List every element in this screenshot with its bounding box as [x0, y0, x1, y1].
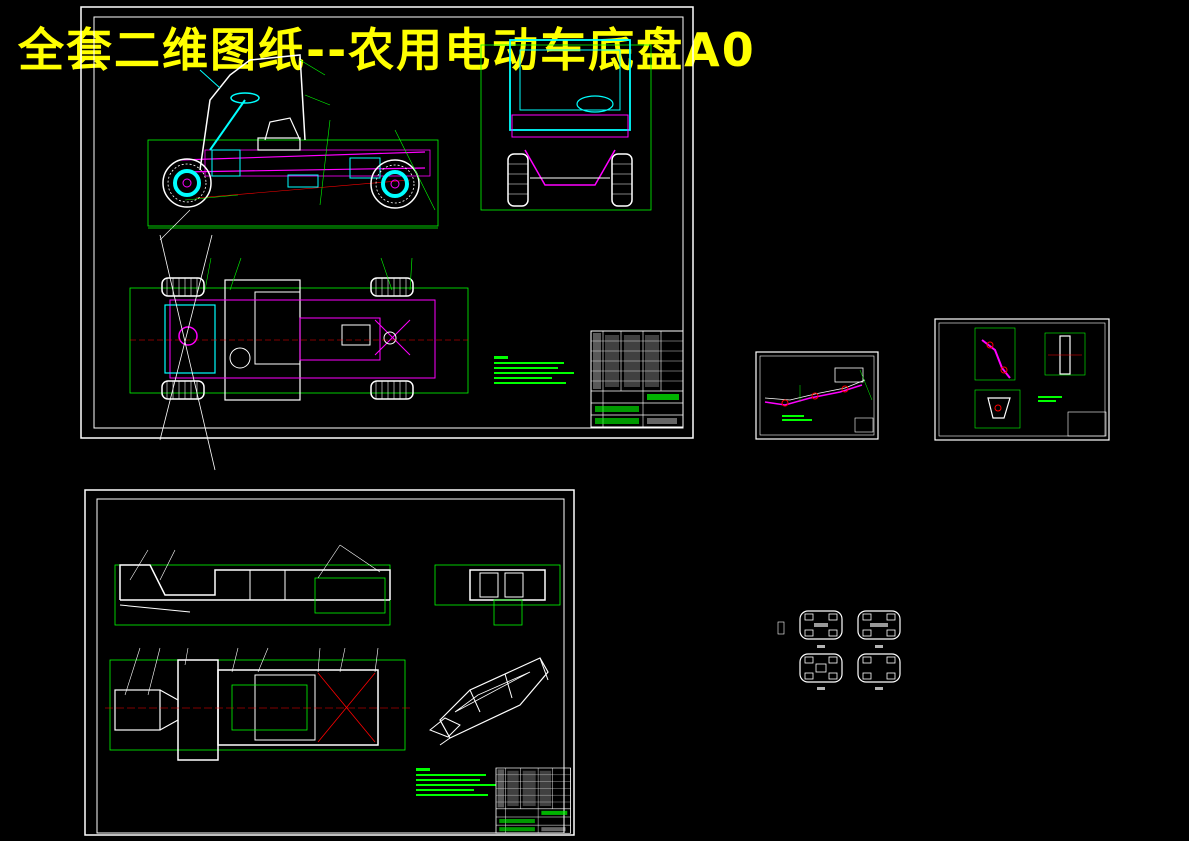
frame-sheet[interactable] — [84, 489, 575, 836]
sheet-inner-border — [93, 16, 684, 429]
notes — [494, 356, 574, 384]
frame-end-view[interactable] — [434, 564, 561, 626]
section-view[interactable] — [1044, 332, 1086, 376]
front-view[interactable] — [480, 39, 652, 211]
detail-view[interactable] — [974, 389, 1021, 429]
sheet-border — [84, 489, 575, 836]
scheme-d[interactable] — [857, 653, 901, 683]
knuckle-view[interactable] — [974, 327, 1016, 381]
sheet-inner-border — [96, 498, 565, 834]
steering-knuckle-sheet[interactable] — [934, 318, 1110, 441]
title-block — [590, 330, 684, 428]
title-block — [854, 417, 874, 433]
steering-schemes[interactable] — [777, 610, 901, 690]
frame-top-view[interactable] — [105, 647, 410, 761]
sheet-border — [80, 6, 694, 439]
sheet-border — [934, 318, 1110, 441]
steering-linkage-sheet[interactable] — [755, 351, 879, 440]
title-block — [1067, 411, 1107, 437]
top-view[interactable] — [129, 234, 469, 471]
sheet-border — [755, 351, 879, 440]
frame-isometric[interactable] — [429, 657, 549, 746]
notes — [416, 768, 496, 796]
scheme-b[interactable] — [857, 610, 901, 640]
scheme-a[interactable] — [799, 610, 843, 640]
linkage-view[interactable] — [764, 367, 873, 421]
side-view[interactable] — [147, 54, 439, 241]
frame-side-view[interactable] — [114, 544, 391, 626]
drawing-set-title: 全套二维图纸--农用电动车底盘A0 — [18, 23, 756, 77]
general-assembly-sheet[interactable] — [80, 6, 694, 471]
title-block — [495, 767, 571, 834]
scheme-c[interactable] — [799, 653, 843, 683]
